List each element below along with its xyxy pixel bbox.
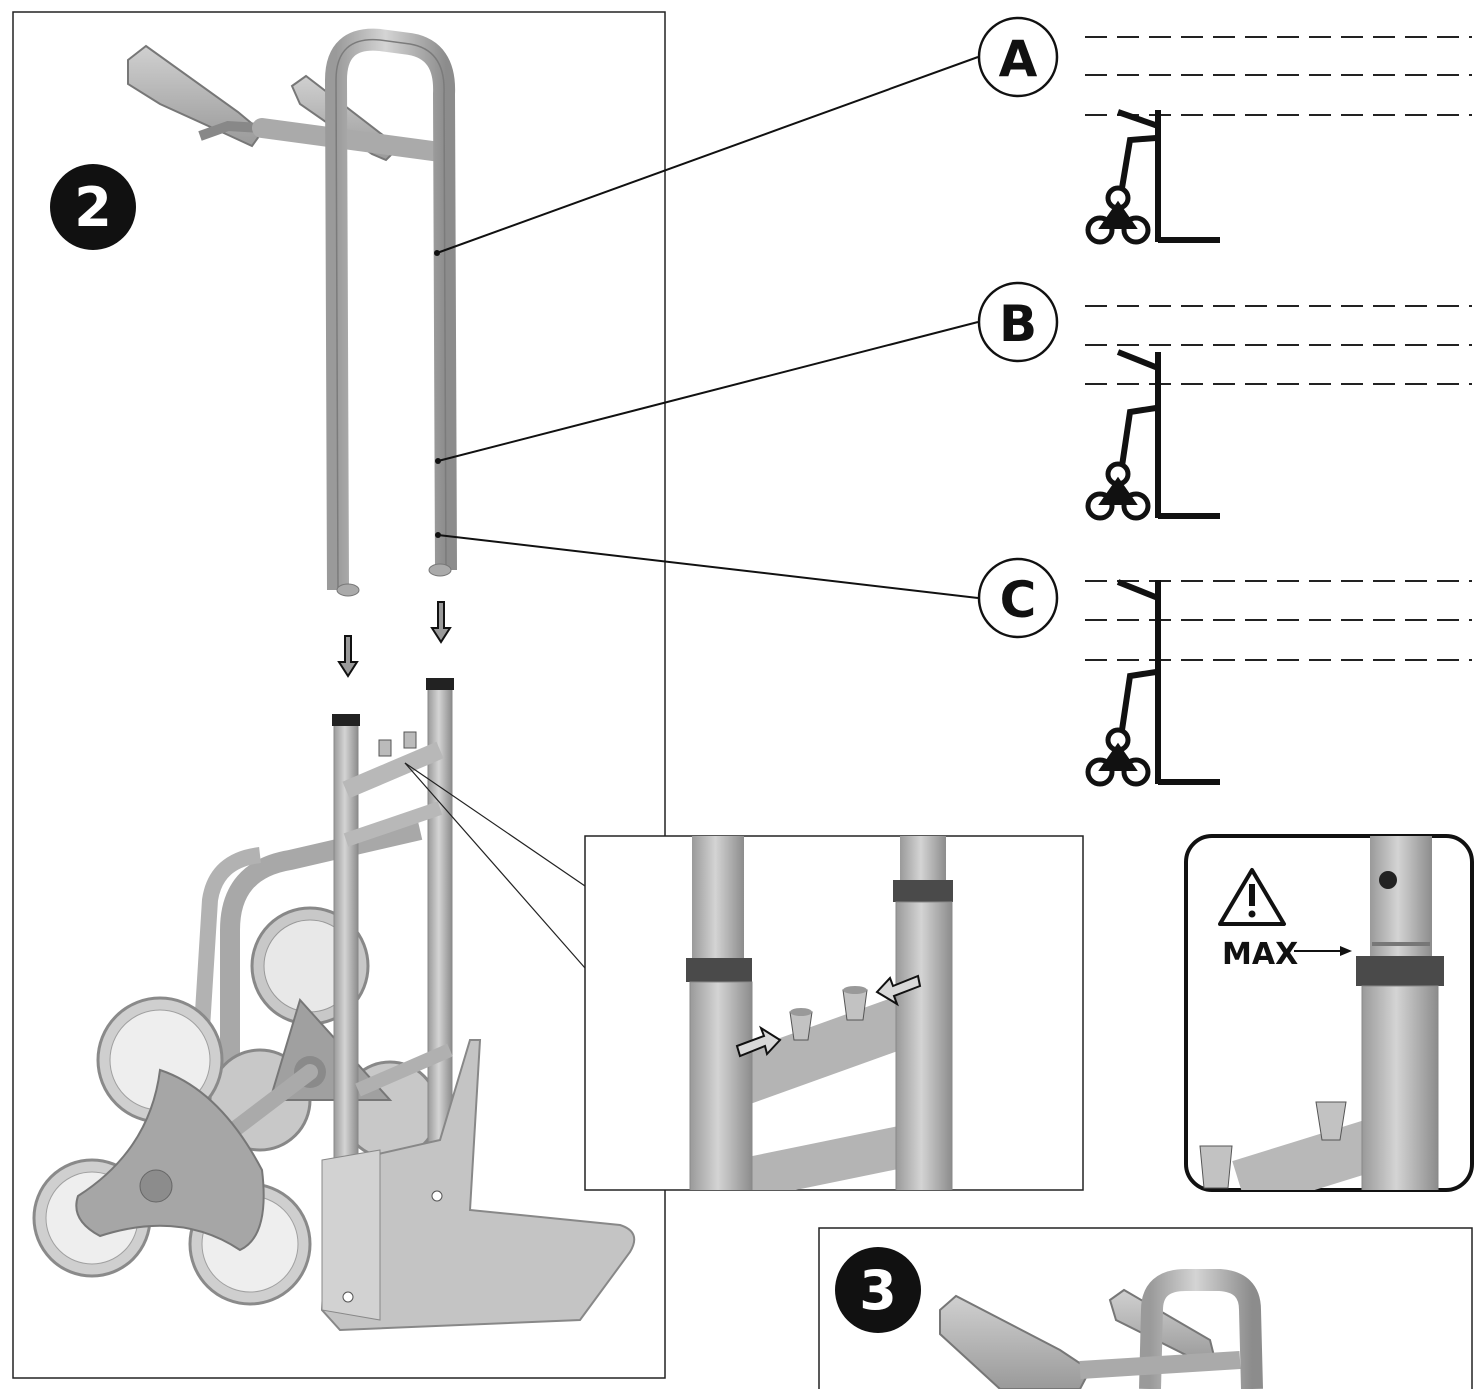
step2-panel [12, 11, 666, 1379]
insert-down-arrows [337, 601, 452, 678]
max-label: MAX [1222, 937, 1298, 972]
position-c: C [977, 557, 1059, 639]
zoom-detail-panel [584, 835, 1084, 1191]
zoom-callout-lines [404, 762, 586, 969]
position-b-guides [1085, 305, 1472, 385]
step2-number: 2 [74, 176, 112, 239]
position-a-trolley-icon [1085, 109, 1220, 245]
position-c-trolley-icon [1085, 579, 1220, 787]
warning-triangle-icon [1218, 868, 1286, 926]
position-a-label: A [999, 30, 1038, 88]
step3-badge: 3 [835, 1247, 921, 1333]
position-c-guides [1085, 580, 1472, 661]
step2-badge: 2 [50, 164, 136, 250]
position-a-guides [1085, 36, 1472, 116]
step3-panel: 3 [818, 1227, 1473, 1389]
lower-trolley [32, 678, 636, 1332]
position-a: A [977, 16, 1059, 98]
position-b-trolley-icon [1085, 349, 1220, 521]
position-leader-lines [436, 56, 979, 599]
position-b-label: B [999, 295, 1037, 353]
max-warning-panel: MAX [1184, 834, 1474, 1192]
position-c-label: C [1000, 571, 1037, 629]
upper-handle-frame [127, 28, 457, 597]
position-b: B [977, 281, 1059, 363]
step3-number: 3 [859, 1259, 897, 1322]
max-arrow-icon [1294, 946, 1352, 956]
